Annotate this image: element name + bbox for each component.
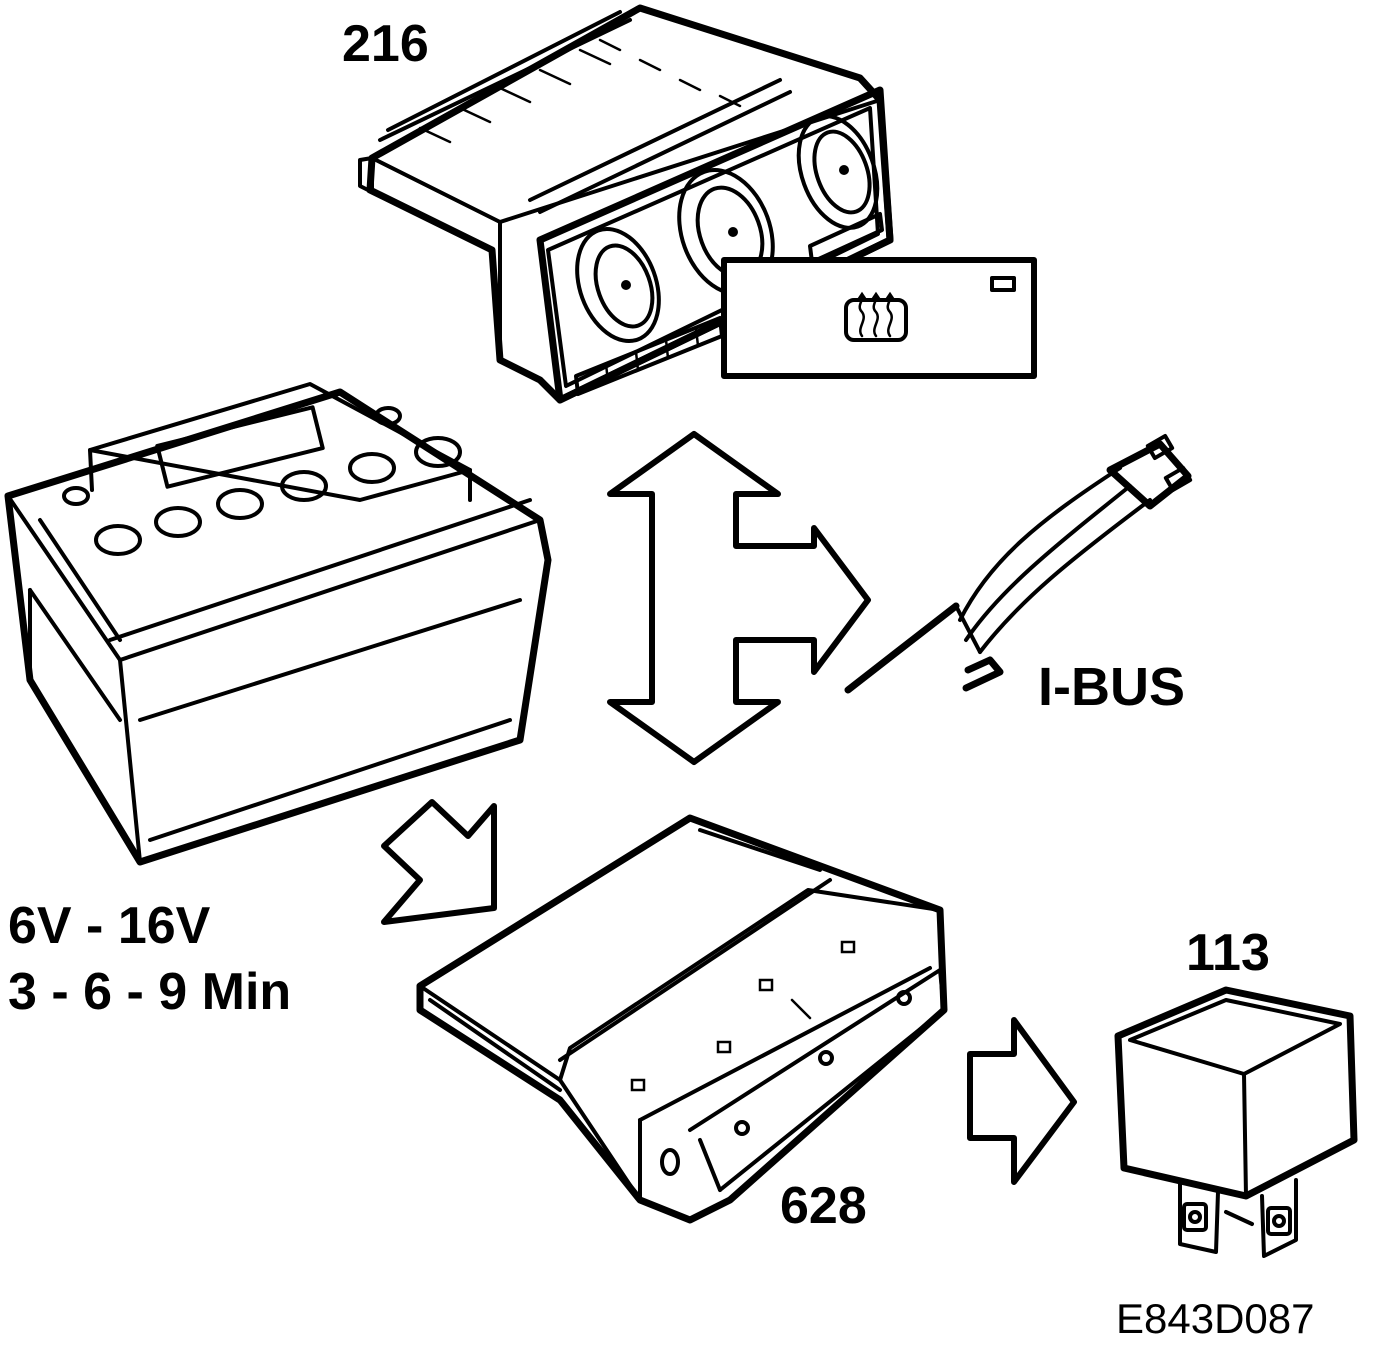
arrow-icon xyxy=(967,1017,1077,1185)
climate-control-panel-icon xyxy=(358,4,894,404)
connector-plug-icon xyxy=(844,433,1193,694)
arrow-icon xyxy=(381,799,497,925)
battery-icon xyxy=(4,382,552,866)
double-arrow-icon xyxy=(607,431,871,765)
control-module-icon xyxy=(416,814,948,1224)
battery-voltage-label: 6V - 16V xyxy=(8,897,211,955)
relay-icon xyxy=(1114,986,1358,1258)
control-panel-label: 216 xyxy=(342,15,429,73)
figure-reference: E843D087 xyxy=(1116,1295,1315,1342)
battery-time-label: 3 - 6 - 9 Min xyxy=(8,963,292,1021)
control-module-label: 628 xyxy=(780,1177,867,1235)
ibus-label: I-BUS xyxy=(1038,657,1185,717)
rear-window-defrost-icon xyxy=(721,257,1037,379)
relay-label: 113 xyxy=(1186,924,1270,982)
